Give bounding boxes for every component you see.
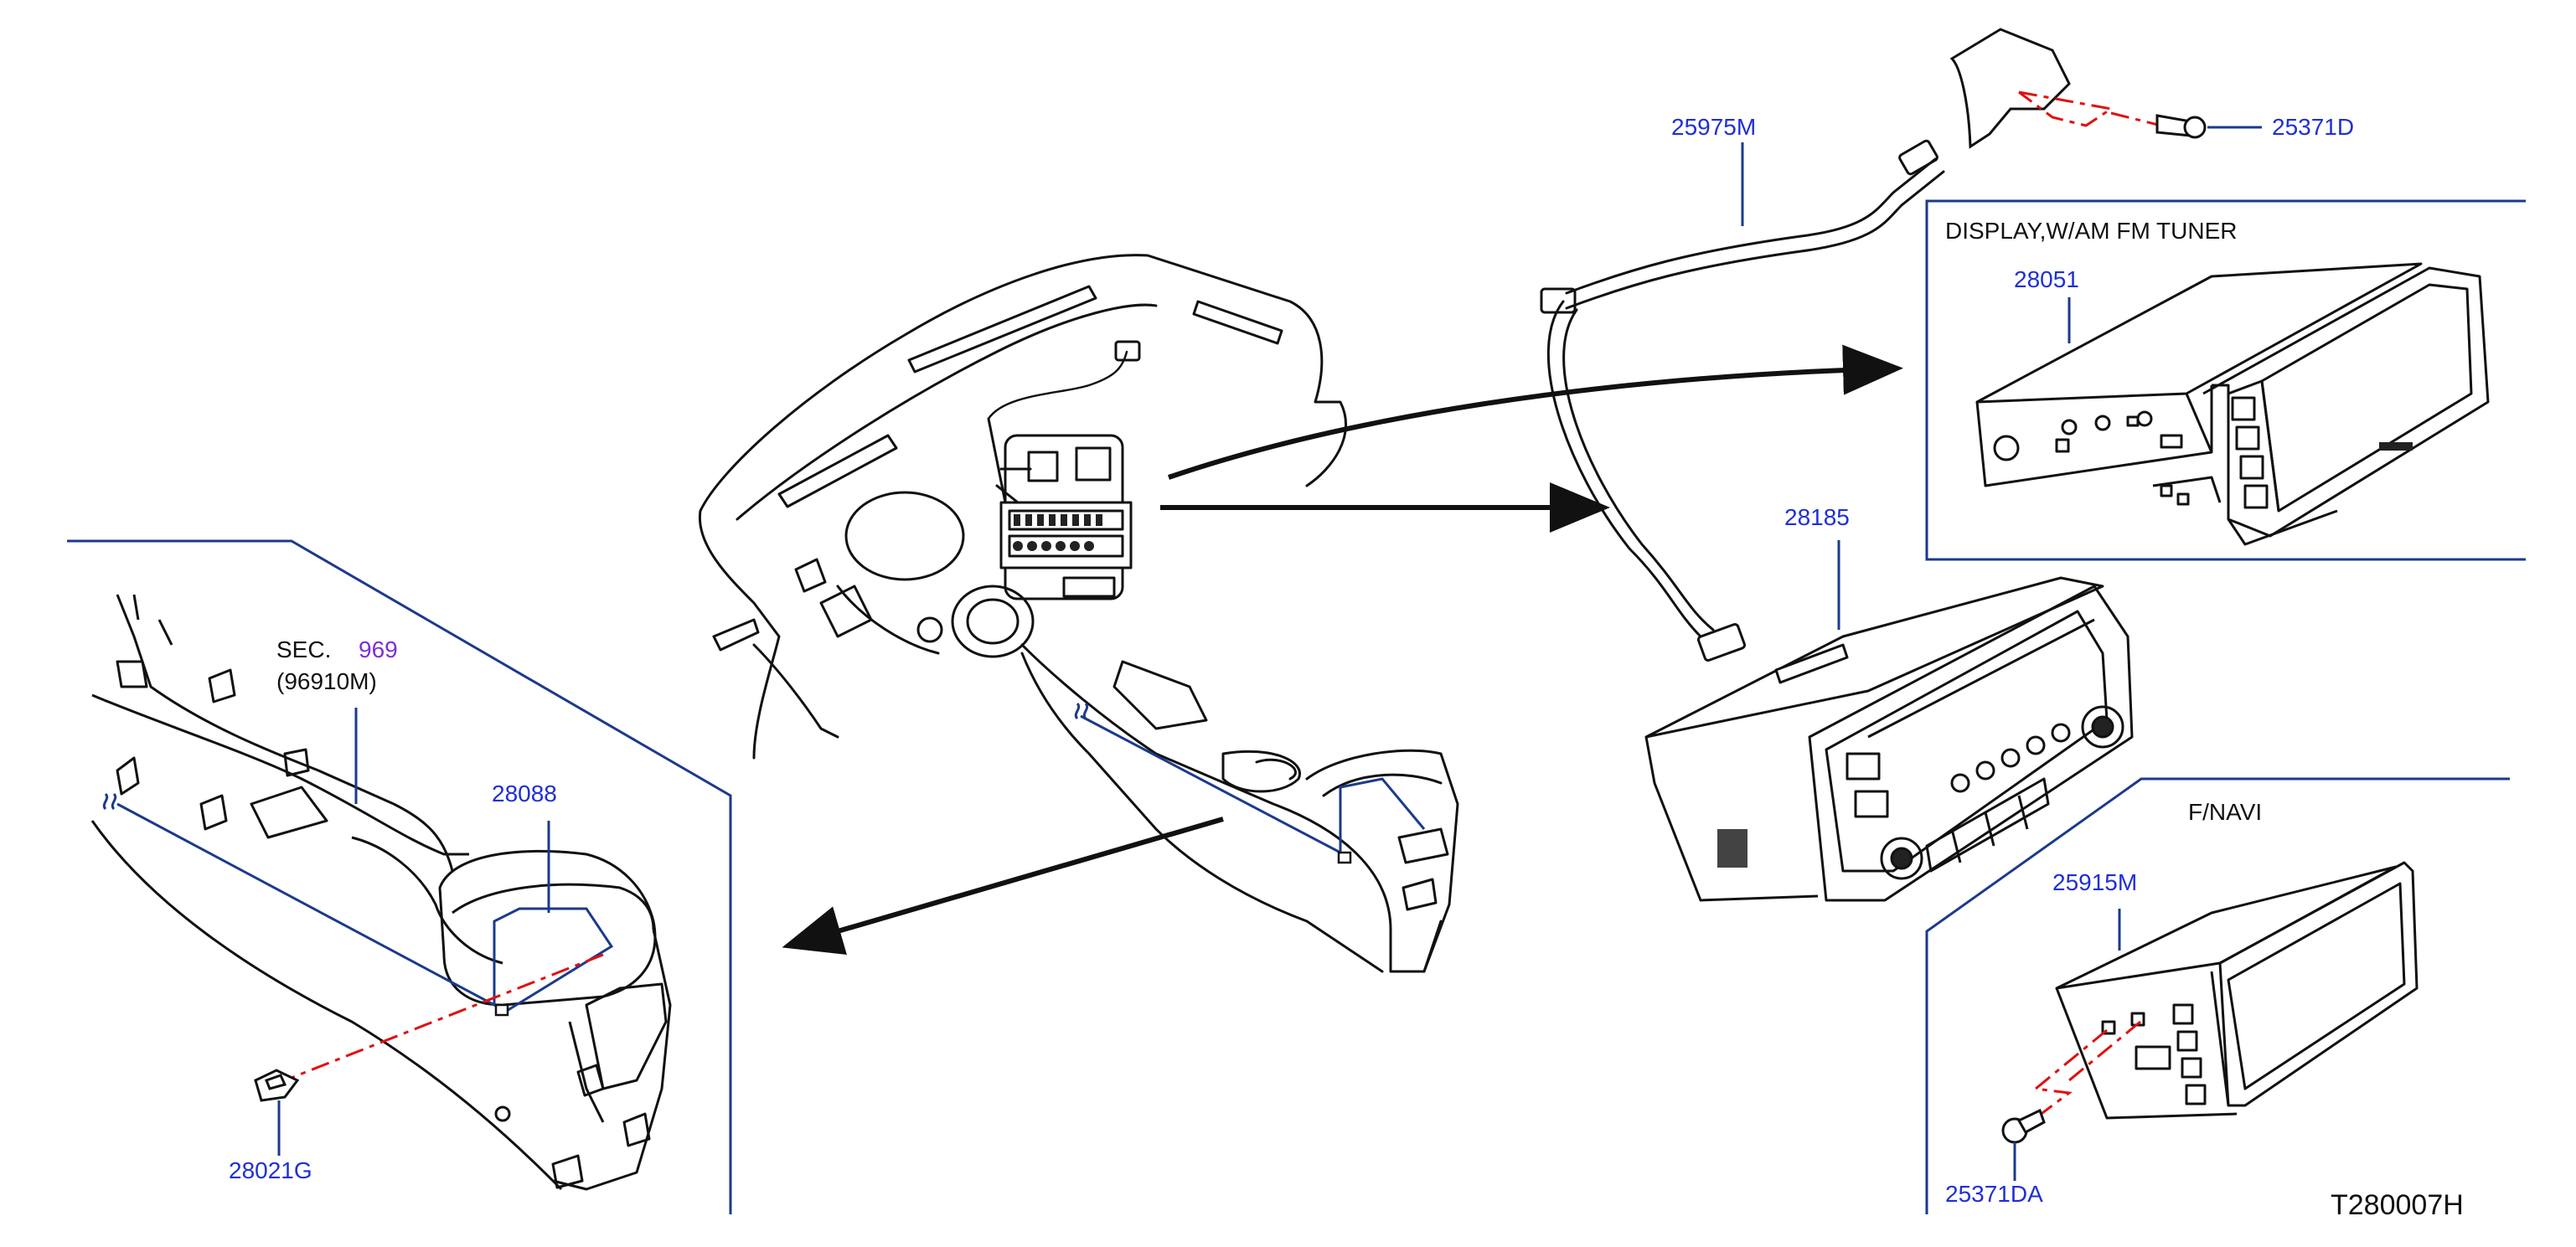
part-label-28021G: 28021G: [229, 1157, 312, 1183]
part-label-25975M: 25975M: [1671, 114, 1757, 140]
clip-icon: [254, 1069, 300, 1102]
screw-dash-navi: [2018, 1020, 2141, 1132]
arrow-icon: [782, 344, 1903, 956]
screw-dash-top: [2018, 90, 2162, 127]
antenna-cable-drawing: [1540, 28, 2071, 662]
part-label-25371DA: 25371DA: [1945, 1181, 2043, 1207]
clip-icon: [494, 1003, 509, 1017]
display-box-frame: [1925, 199, 2526, 561]
part-label-25915M: 25915M: [2052, 869, 2138, 895]
console-frame-line: [67, 539, 732, 1214]
part-label-28185: 28185: [1784, 504, 1850, 530]
navi-box-title: F/NAVI: [2188, 799, 2263, 825]
display-box-title: DISPLAY,W/AM FM TUNER: [1945, 218, 2238, 244]
clip-dash-line: [284, 953, 604, 1082]
audio-unit-drawing: [1644, 576, 2134, 902]
drawing-code: T280007H: [2331, 1189, 2464, 1221]
section-ref-prefix: SEC.: [276, 636, 332, 662]
dashboard-highlight: [1074, 702, 1426, 855]
frame-lines: [67, 199, 2526, 1214]
section-ref-sub: (96910M): [276, 668, 377, 694]
part-label-28088: 28088: [492, 781, 557, 806]
console-drawing: [90, 594, 672, 1191]
dashboard-drawing: [698, 254, 1459, 973]
console-highlight: [102, 792, 614, 1015]
navi-unit-drawing: [2055, 861, 2419, 1120]
section-ref-number[interactable]: 969: [359, 636, 398, 662]
display-unit-drawing: [1975, 262, 2490, 546]
screw-icon: [2001, 1108, 2046, 1144]
leader-lines: [277, 126, 2262, 1181]
part-label-28051: 28051: [2014, 266, 2079, 292]
screw-icon: [2155, 114, 2207, 139]
clip-icon: [1337, 851, 1352, 864]
navi-box-frame: [1925, 777, 2510, 1214]
part-label-25371D: 25371D: [2272, 114, 2355, 140]
